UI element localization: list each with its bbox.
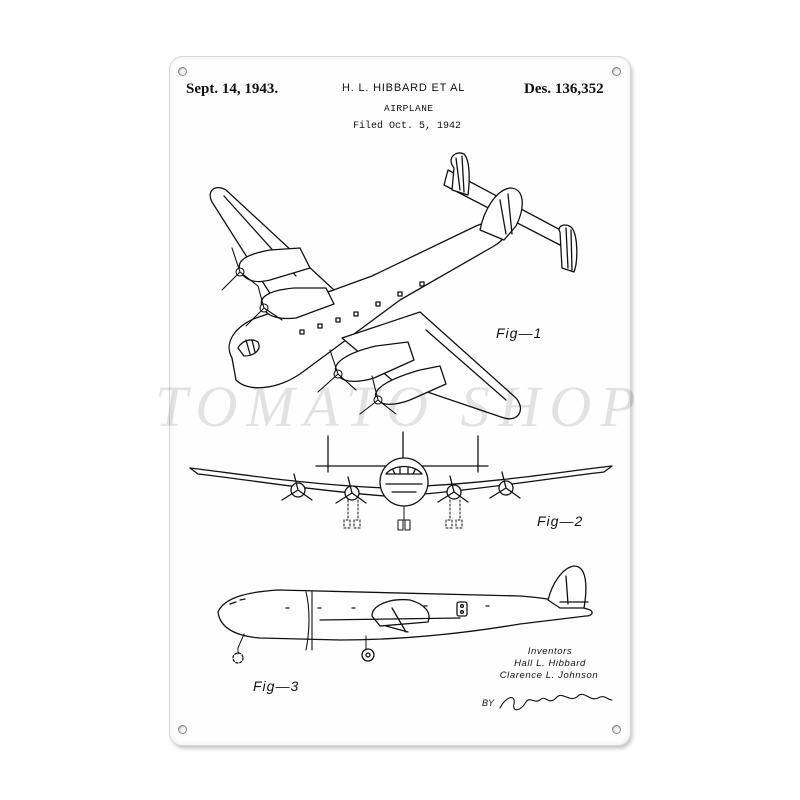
front-engines <box>281 471 521 504</box>
patent-date: Sept. 14, 1943. <box>186 81 279 97</box>
figure-2-front-airplane <box>189 431 613 531</box>
filed-date: Filed Oct. 5, 1942 <box>353 121 462 132</box>
mounting-hole-top-right <box>612 67 621 76</box>
handwritten-signature <box>499 693 613 711</box>
mounting-hole-bottom-left <box>178 725 187 734</box>
mounting-hole-bottom-right <box>612 725 621 734</box>
figure-3-side-airplane <box>217 565 593 664</box>
patent-inventor: H. L. HIBBARD ET AL <box>342 82 466 94</box>
inventors-heading: Inventors <box>527 646 573 657</box>
figure-1-label: Fig—1 <box>496 325 543 341</box>
mounting-hole-top-left <box>178 67 187 76</box>
patent-number: Des. 136,352 <box>524 81 604 97</box>
inventor-name-1: Hall L. Hibbard <box>514 658 586 669</box>
inventor-name-2: Clarence L. Johnson <box>499 670 599 681</box>
patent-title: AIRPLANE <box>384 103 434 114</box>
figure-1-perspective-airplane <box>209 152 578 420</box>
figure-2-label: Fig—2 <box>537 513 584 529</box>
figure-3-label: Fig—3 <box>253 678 300 694</box>
by-label: BY <box>482 698 495 708</box>
